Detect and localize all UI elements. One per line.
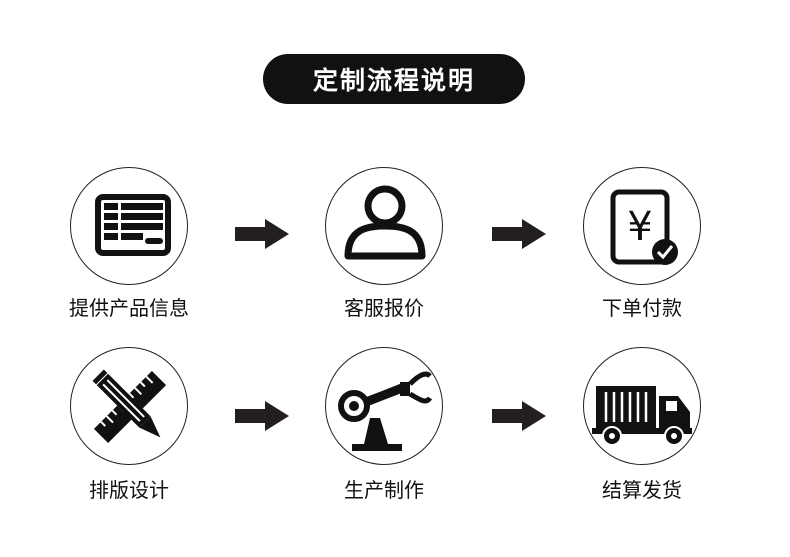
step-4-circle [70, 347, 188, 465]
truck-icon [592, 386, 692, 446]
yen-invoice-icon: ¥ [610, 189, 678, 265]
title-banner: 定制流程说明 [263, 54, 525, 104]
form-icon [95, 194, 171, 256]
step-3-circle: ¥ [583, 167, 701, 285]
svg-text:¥: ¥ [627, 204, 652, 250]
arrow-right-icon [492, 219, 546, 249]
step-6-circle [583, 347, 701, 465]
step-4-label: 排版设计 [89, 478, 169, 502]
step-3-label: 下单付款 [602, 296, 682, 320]
arrow-right-icon [492, 401, 546, 431]
step-1-circle [70, 167, 188, 285]
pencil-ruler-icon [92, 369, 167, 444]
step-1-label: 提供产品信息 [69, 296, 189, 320]
step-6-label: 结算发货 [602, 478, 682, 502]
step-2-label: 客服报价 [344, 296, 424, 320]
robot-arm-icon [338, 371, 433, 451]
user-icon [344, 185, 426, 260]
arrow-right-icon [235, 219, 289, 249]
arrow-right-icon [235, 401, 289, 431]
step-5-circle [325, 347, 443, 465]
step-2-circle [325, 167, 443, 285]
page-title: 定制流程说明 [312, 66, 475, 95]
step-5-label: 生产制作 [344, 478, 424, 502]
